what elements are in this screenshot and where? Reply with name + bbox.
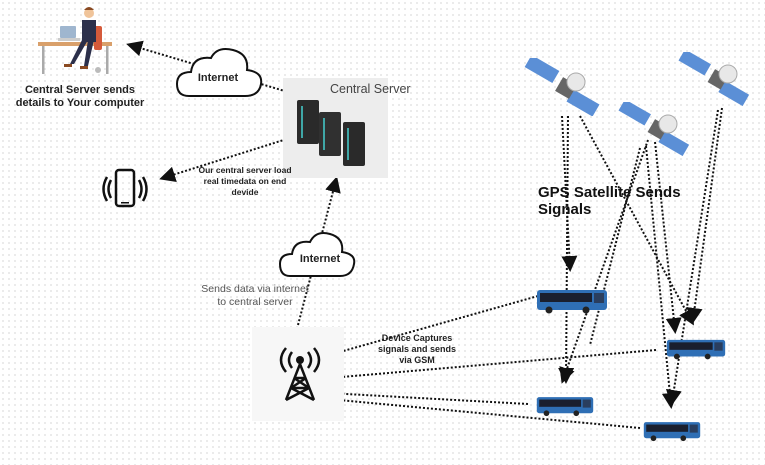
cell-tower-icon	[279, 347, 321, 402]
bus-icon-3	[536, 397, 594, 417]
line-sat3-bus2	[654, 141, 682, 334]
cloud-icon-top	[175, 48, 263, 97]
gps-caption: GPS Satellite Sends Signals	[538, 184, 681, 218]
computer-user-icon	[38, 7, 112, 74]
bus-icon-2	[666, 339, 726, 360]
bus-icon-4	[643, 422, 701, 442]
phone-caption: Our central server load real timedata on…	[198, 165, 292, 197]
server-racks-icon	[297, 100, 365, 166]
bus-icon-1	[537, 290, 607, 314]
line-bus3-to-tower	[324, 385, 529, 405]
tower-panel	[252, 327, 344, 421]
central-server-label: Central Server	[330, 82, 411, 96]
line-sat1-bus3	[558, 115, 575, 384]
cloud-icon-mid	[278, 232, 356, 277]
smartphone-icon	[102, 168, 148, 208]
satellite-icon-1	[524, 58, 600, 116]
line-sat3-bus3	[559, 139, 649, 384]
line-sat3-bus1	[589, 147, 641, 346]
satellite-icon-3	[618, 102, 690, 156]
internet-label-top: Internet	[197, 72, 239, 84]
computer-caption: Central Server sends details to Your com…	[15, 84, 145, 109]
tower-caption: Sends data via internet to central serve…	[201, 283, 309, 308]
internet-label-mid: Internet	[299, 253, 341, 265]
satellite-icon-2	[678, 52, 750, 106]
device-caption: Device Captures signals and sends via GS…	[377, 333, 457, 365]
